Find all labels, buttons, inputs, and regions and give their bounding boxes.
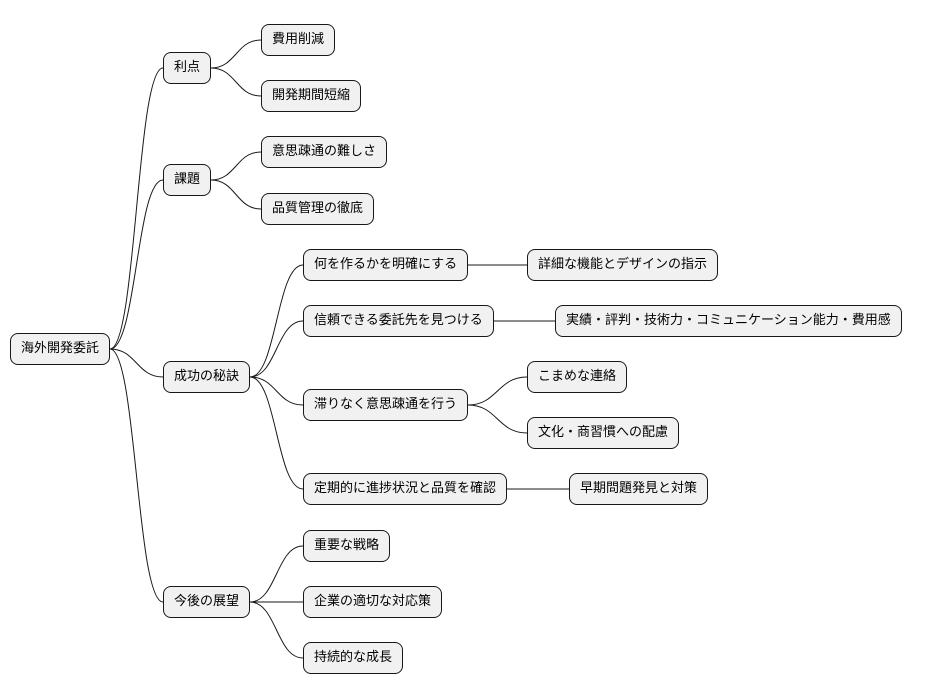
node-communication-difficulty: 意思疎通の難しさ <box>261 136 388 168</box>
node-sustainable-growth: 持続的な成長 <box>303 642 404 674</box>
connector-n-1 <box>109 179 164 350</box>
node-quality-control: 品質管理の徹底 <box>261 193 375 225</box>
connector-n-2-2-0 <box>467 376 528 406</box>
node-branch-benefits: 利点 <box>163 52 212 84</box>
connector-n-0-1 <box>210 67 262 97</box>
node-detailed-instructions: 詳細な機能とデザインの指示 <box>527 249 719 281</box>
connector-n-2-0 <box>249 264 304 378</box>
connector-n-3-2 <box>249 601 304 659</box>
node-branch-success-keys: 成功の秘訣 <box>163 361 251 393</box>
node-branch-challenges: 課題 <box>163 164 212 196</box>
connector-n-2 <box>109 348 164 378</box>
connector-n-1-1 <box>210 179 262 210</box>
connector-n-2-2 <box>249 376 304 406</box>
connector-n-3 <box>109 348 164 603</box>
node-contractor-criteria: 実績・評判・技術力・コミュニケーション能力・費用感 <box>555 305 902 337</box>
node-shorter-dev-period: 開発期間短縮 <box>261 80 362 112</box>
node-important-strategy: 重要な戦略 <box>303 530 391 562</box>
node-find-reliable-contractor: 信頼できる委託先を見つける <box>303 305 494 337</box>
connector-n-2-1 <box>249 320 304 378</box>
node-appropriate-measures: 企業の適切な対応策 <box>303 586 443 618</box>
node-clarify-what-to-build: 何を作るかを明確にする <box>303 249 469 281</box>
node-frequent-contact: こまめな連絡 <box>527 361 628 393</box>
connector-n-3-0 <box>249 545 304 603</box>
node-early-problem-detection: 早期問題発見と対策 <box>569 473 709 505</box>
connector-n-0 <box>109 67 164 350</box>
node-branch-outlook: 今後の展望 <box>163 586 251 618</box>
connector-n-2-3 <box>249 376 304 490</box>
connector-n-2-2-1 <box>467 404 528 434</box>
node-smooth-communication: 滞りなく意思疎通を行う <box>303 389 469 421</box>
connector-n-0-0 <box>210 39 262 69</box>
connector-n-1-0 <box>210 151 262 181</box>
node-root: 海外開発委託 <box>10 333 111 365</box>
node-regular-progress-check: 定期的に進捗状況と品質を確認 <box>303 473 508 505</box>
node-cultural-consideration: 文化・商習慣への配慮 <box>527 417 680 449</box>
node-cost-reduction: 費用削減 <box>261 24 336 56</box>
